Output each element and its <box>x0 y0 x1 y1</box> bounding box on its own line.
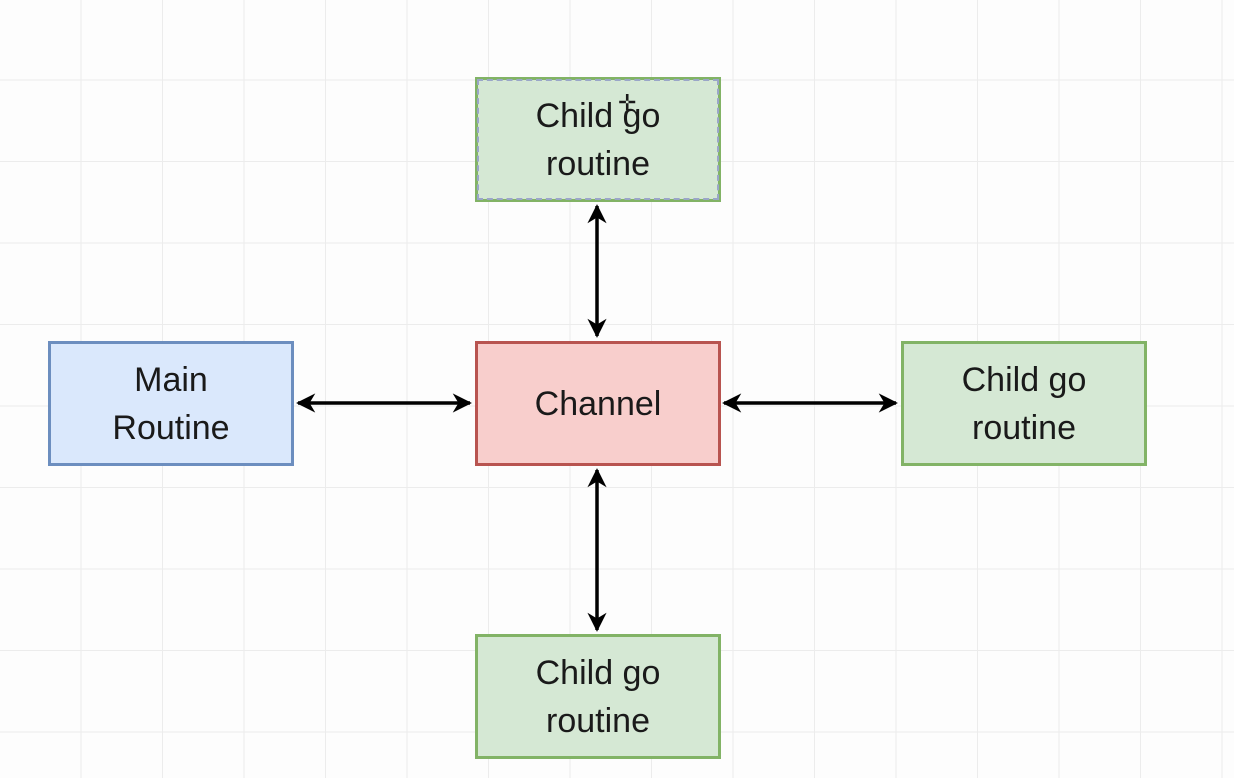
child-go-routine-top-node[interactable]: Child go routine ✛ <box>475 77 721 202</box>
main-routine-label: Main Routine <box>112 360 230 447</box>
channel-label: Channel <box>534 384 662 423</box>
child-go-routine-bottom-node[interactable]: Child go routine <box>475 634 721 759</box>
channel-node[interactable]: Channel <box>475 341 721 466</box>
child-go-routine-bottom-label: Child go routine <box>535 653 661 740</box>
child-go-routine-right-label: Child go routine <box>961 360 1087 447</box>
child-go-routine-top-label: Child go routine <box>535 96 661 183</box>
move-cursor-icon: ✛ <box>618 90 637 115</box>
child-go-routine-right-node[interactable]: Child go routine <box>901 341 1147 466</box>
main-routine-node[interactable]: Main Routine <box>48 341 294 466</box>
